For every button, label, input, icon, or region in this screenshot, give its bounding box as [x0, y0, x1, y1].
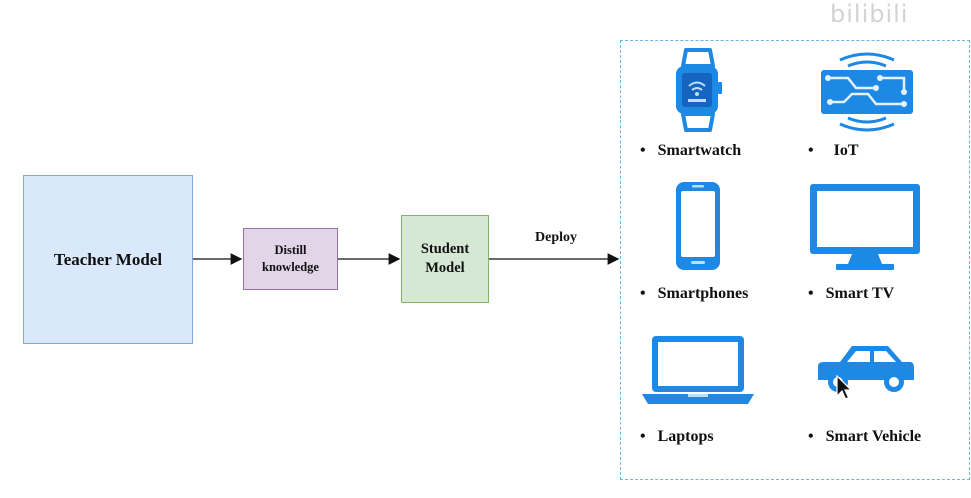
tv-icon: [810, 184, 920, 270]
mouse-cursor-icon: [836, 375, 853, 400]
distill-knowledge-box: Distill knowledge: [243, 228, 338, 290]
device-label-smart-vehicle: Smart Vehicle: [825, 428, 922, 445]
teacher-model-box: Teacher Model: [23, 175, 193, 344]
device-label-smart-tv: Smart TV: [825, 285, 895, 302]
watermark-logo: bilibili: [830, 0, 909, 28]
smartphone-icon: [676, 182, 720, 270]
laptop-icon: [642, 336, 754, 404]
distill-label-line2: knowledge: [262, 260, 319, 274]
device-label-iot: IoT: [833, 142, 859, 159]
distill-label-line1: Distill: [274, 243, 307, 258]
student-label-line1: Student: [420, 241, 470, 258]
device-label-smartphones: Smartphones: [657, 285, 749, 302]
student-label-line2: Model: [425, 260, 465, 276]
smartwatch-icon: [676, 48, 722, 132]
iot-chip-icon: [821, 52, 913, 132]
car-icon: [818, 346, 914, 392]
deploy-label: Deploy: [535, 230, 577, 245]
device-label-laptops: Laptops: [657, 428, 714, 445]
device-label-smartwatch: Smartwatch: [657, 142, 742, 159]
teacher-model-label: Teacher Model: [53, 249, 163, 269]
student-model-box: Student Model: [401, 215, 489, 303]
devices-panel: [620, 40, 970, 480]
